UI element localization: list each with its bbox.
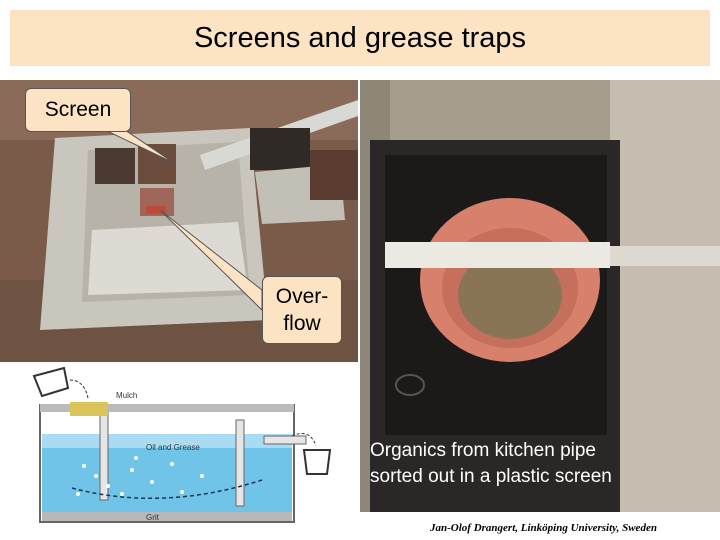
- overflow-callout-line2: flow: [283, 312, 321, 335]
- diagram-label-mulch: Mulch: [116, 391, 137, 400]
- title-bar: Screens and grease traps: [10, 10, 710, 66]
- screen-callout-label: Screen: [44, 98, 112, 121]
- plastic-screen-photo: [360, 80, 720, 512]
- screen-callout: Screen: [25, 88, 131, 132]
- diagram-label-grit: Grit: [146, 513, 160, 522]
- caption-line1: Organics from kitchen pipe: [370, 440, 596, 461]
- caption-line2: sorted out in a plastic screen: [370, 466, 612, 487]
- overflow-callout-line1: Over-: [275, 285, 329, 308]
- diagram-label-oil-grease: Oil and Grease: [146, 443, 200, 452]
- overflow-callout: Over- flow: [262, 276, 342, 344]
- photo-caption: Organics from kitchen pipe sorted out in…: [370, 438, 710, 490]
- credit-text: Jan-Olof Drangert, Linköping University,…: [430, 522, 657, 534]
- grease-trap-diagram: Mulch Oil and Grease Grit: [12, 362, 358, 532]
- slide-title: Screens and grease traps: [193, 21, 527, 54]
